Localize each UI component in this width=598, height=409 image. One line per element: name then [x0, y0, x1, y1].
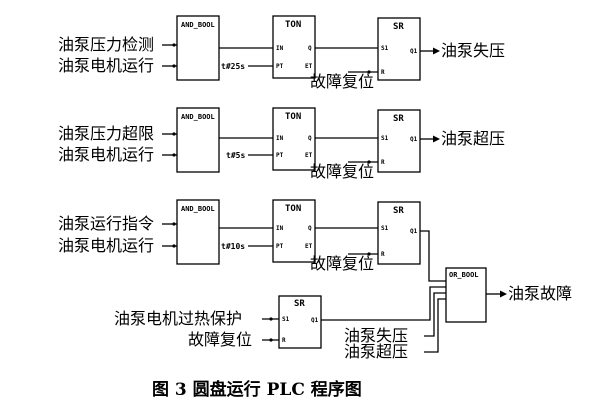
ton-block-1-pin-q: Q [308, 45, 312, 52]
connection-dot [172, 222, 176, 226]
connection-dot [172, 43, 176, 47]
sr-block-2-title: SR [393, 114, 404, 124]
connection-dot [172, 132, 176, 136]
fault-or-output: 油泵故障 [508, 284, 573, 303]
sr-block-overheat-pin-q1: Q1 [311, 317, 319, 324]
ton-block-3-pin-pt: PT [276, 243, 284, 250]
row3-input-1: 油泵运行指令 [58, 214, 155, 233]
connection-dot [172, 64, 176, 68]
sr-block-2-pin-q1: Q1 [410, 136, 418, 143]
row3-input-2: 油泵电机运行 [58, 236, 155, 255]
and-block-2-title: AND_BOOL [181, 113, 215, 121]
row3-reset-label: 故障复位 [310, 254, 375, 273]
ton-block-3-pin-q: Q [308, 225, 312, 232]
overheat-set-input: 油泵电机过热保护 [114, 309, 243, 328]
sr-block-1-pin-s1: S1 [381, 45, 389, 52]
connection-dot [269, 317, 273, 321]
sr-block-1 [377, 17, 421, 81]
sr-block-overheat-pin-s1: S1 [282, 316, 290, 323]
arrow-head [433, 135, 440, 143]
ton-block-2 [272, 107, 316, 171]
sr-block-1-title: SR [393, 22, 404, 32]
sr-block-3-pin-q1: Q1 [410, 228, 418, 235]
row1-reset-label: 故障复位 [310, 72, 375, 91]
sr-block-2 [377, 109, 421, 173]
ton-block-1-pin-in: IN [276, 45, 284, 52]
overheat-reset-input: 故障复位 [188, 330, 253, 349]
row2-input-1: 油泵压力超限 [58, 124, 155, 143]
sr-block-overheat-pin-r: R [282, 337, 286, 344]
connection-dot [367, 70, 371, 74]
row2-output: 油泵超压 [441, 129, 506, 148]
connection-dot [172, 153, 176, 157]
or-block [445, 267, 487, 323]
and-block-3 [176, 199, 220, 265]
row3-preset-time: t#10s [221, 242, 246, 251]
fault-or-input-lost-pressure: 油泵失压 [344, 326, 409, 345]
sr-block-overheat [278, 295, 322, 349]
ton-block-1-pin-et: ET [305, 63, 313, 70]
ton-block-2-pin-pt: PT [276, 152, 284, 159]
row1-input-1: 油泵压力检测 [58, 35, 155, 54]
ton-block-3-pin-et: ET [305, 243, 313, 250]
sr-block-3 [377, 201, 421, 265]
or-block-title: OR_BOOL [449, 271, 479, 279]
ton-block-1 [272, 15, 316, 79]
ton-block-3-title: TON [285, 204, 302, 214]
sr-block-overheat-title: SR [294, 299, 305, 309]
and-block-2 [176, 107, 220, 173]
arrow-head [433, 47, 440, 55]
ton-block-2-pin-in: IN [276, 135, 284, 142]
sr-block-2-pin-r: R [381, 159, 385, 166]
row2-preset-time: t#5s [226, 151, 246, 160]
row2-reset-label: 故障复位 [310, 162, 375, 181]
fault-or-input-over-pressure: 油泵超压 [344, 342, 409, 361]
ton-block-2-title: TON [285, 112, 302, 122]
connection-dot [367, 252, 371, 256]
row1-input-2: 油泵电机运行 [58, 56, 155, 75]
ton-block-1-title: TON [285, 20, 302, 30]
ton-block-3-pin-in: IN [276, 225, 284, 232]
ton-block-2-pin-et: ET [305, 152, 313, 159]
sr-block-3-title: SR [393, 206, 404, 216]
connection-dot [172, 244, 176, 248]
ton-block-1-pin-pt: PT [276, 63, 284, 70]
sr-block-2-pin-s1: S1 [381, 135, 389, 142]
sr-block-1-pin-r: R [381, 69, 385, 76]
row2-input-2: 油泵电机运行 [58, 145, 155, 164]
and-block-1-title: AND_BOOL [181, 21, 215, 29]
ton-block-2-pin-q: Q [308, 135, 312, 142]
ton-block-3 [272, 199, 316, 263]
connection-dot [269, 338, 273, 342]
sr-block-3-pin-r: R [381, 251, 385, 258]
figure-caption: 图 3 圆盘运行 PLC 程序图 [152, 380, 362, 400]
sr-block-3-pin-s1: S1 [381, 225, 389, 232]
sr-block-1-pin-q1: Q1 [410, 48, 418, 55]
row1-output: 油泵失压 [441, 41, 506, 60]
arrow-head [500, 290, 507, 298]
row1-preset-time: t#25s [221, 62, 246, 71]
and-block-3-title: AND_BOOL [181, 205, 215, 213]
connection-dot [367, 160, 371, 164]
